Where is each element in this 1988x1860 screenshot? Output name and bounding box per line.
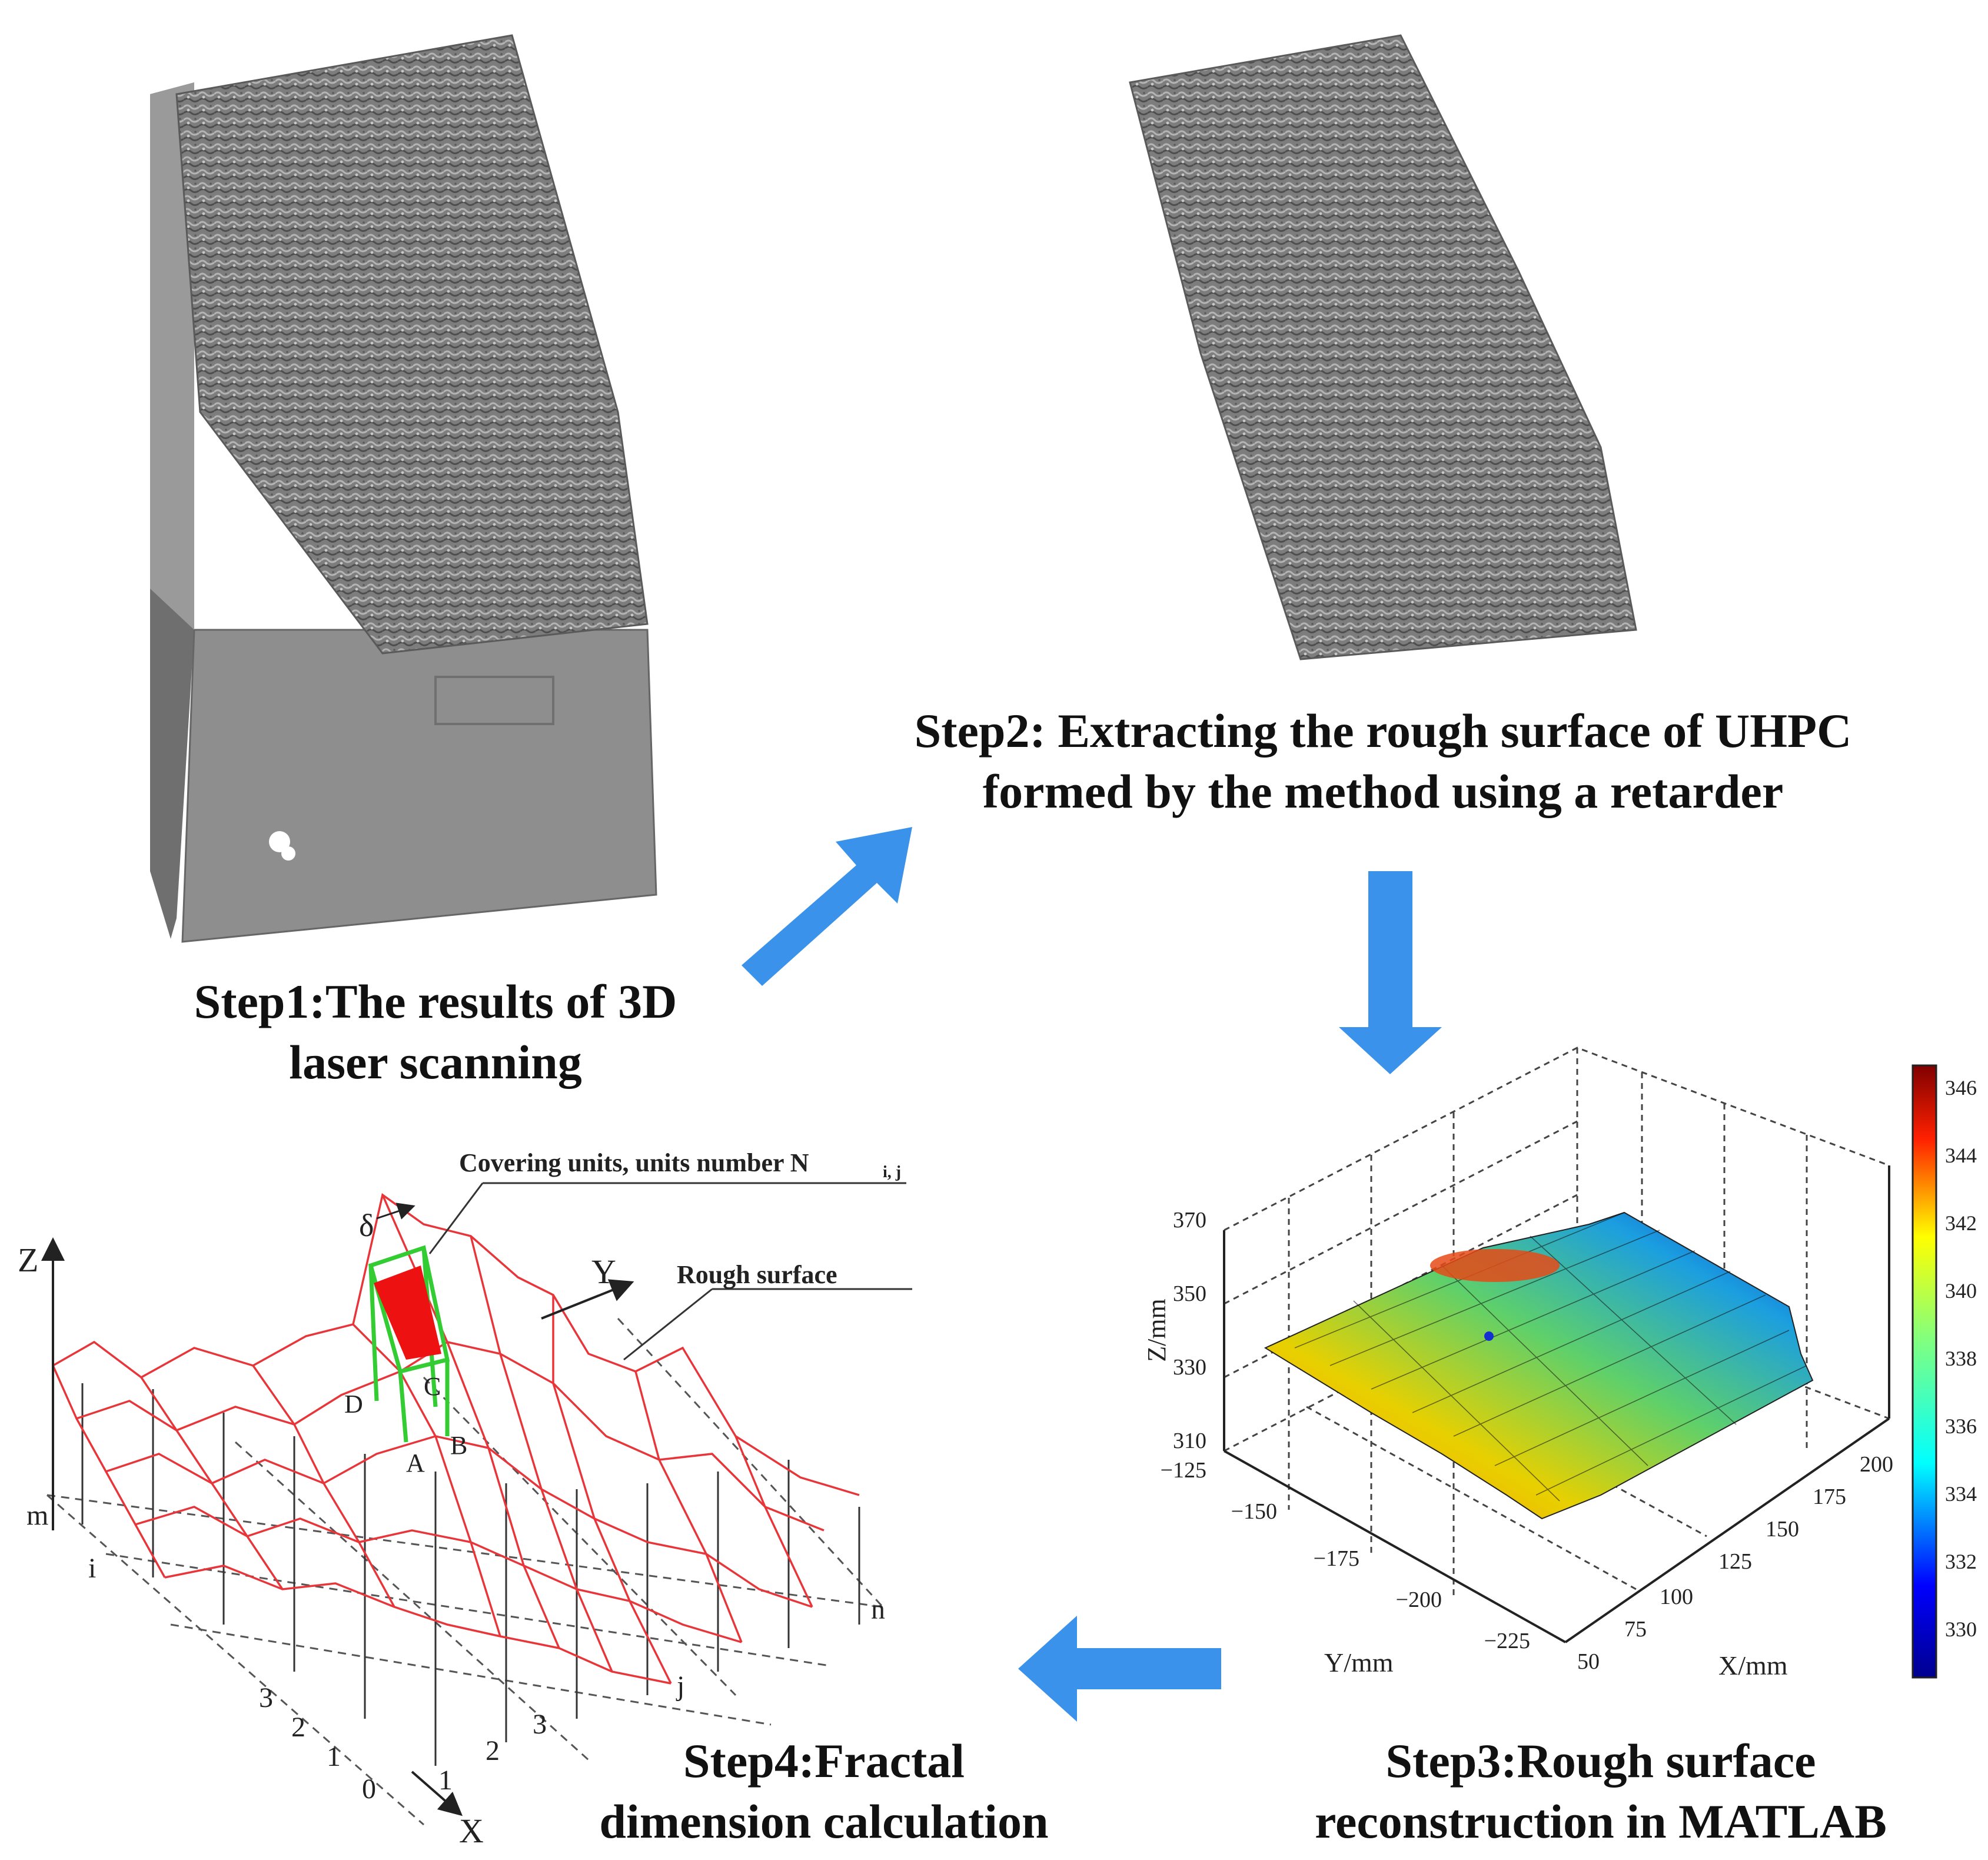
x-tick-label: 175 <box>1813 1484 1846 1509</box>
reconstructed-surface <box>1264 1211 1814 1520</box>
step2-caption-line2: formed by the method using a retarder <box>982 765 1784 819</box>
step3-caption: Step3:Rough surface reconstruction in MA… <box>1248 1731 1954 1852</box>
arrow-shape <box>1339 871 1442 1074</box>
grid-row-label: 3 <box>259 1682 273 1713</box>
colorbar-tick-label: 340 <box>1945 1279 1977 1303</box>
rough-surface-wireframe <box>52 1193 860 1685</box>
y-tick-label: −200 <box>1396 1587 1442 1612</box>
colorbar-tick-label: 338 <box>1945 1347 1977 1370</box>
step1-caption: Step1:The results of 3D laser scanning <box>141 971 730 1093</box>
z-tick-label: 330 <box>1173 1355 1206 1380</box>
x-tick-label: 50 <box>1577 1649 1600 1674</box>
step4-caption-line2: dimension calculation <box>599 1795 1049 1849</box>
arrow-step1-to-step2 <box>742 827 912 986</box>
corner-label-a: A <box>406 1449 425 1477</box>
matlab-surface-plot: 370 350 330 310 −125 −150 −175 −200 −225… <box>1142 1047 1977 1680</box>
vertical-posts <box>81 1383 860 1766</box>
step2-caption-line1: Step2: Extracting the rough surface of U… <box>914 704 1852 758</box>
step3-caption-line2: reconstruction in MATLAB <box>1315 1795 1887 1849</box>
y-axis-label: Y/mm <box>1324 1648 1394 1678</box>
arrow-shape <box>742 827 912 986</box>
covering-unit-fill <box>374 1266 441 1360</box>
colorbar-tick-label: 334 <box>1945 1482 1977 1506</box>
step1-caption-line1: Step1:The results of 3D <box>194 975 677 1028</box>
colorbar-tick-label: 342 <box>1945 1211 1977 1235</box>
step1-caption-line2: laser scanning <box>289 1035 582 1090</box>
corner-label-d: D <box>344 1390 363 1419</box>
arrow-step3-to-step4 <box>1018 1616 1221 1722</box>
grid-row-label: 1 <box>327 1741 341 1772</box>
grid-col-label: j <box>676 1670 684 1702</box>
x-tick-label: 125 <box>1718 1549 1752 1574</box>
arrow-step2-to-step3 <box>1339 871 1442 1074</box>
z-axis-label: Z <box>18 1241 38 1279</box>
grid-col-label: 3 <box>533 1709 547 1740</box>
grid-row-label: 0 <box>362 1773 376 1805</box>
colorbar-tick-label: 336 <box>1945 1414 1977 1438</box>
delta-label: δ <box>359 1208 374 1243</box>
step4-caption-line1: Step4:Fractal <box>683 1734 965 1788</box>
step2-caption: Step2: Extracting the rough surface of U… <box>824 700 1942 822</box>
colorbar-tick-label: 332 <box>1945 1550 1977 1573</box>
x-tick-label: 150 <box>1766 1517 1799 1542</box>
corner-label-b: B <box>450 1431 467 1460</box>
grid-row-label: m <box>26 1500 48 1531</box>
y-tick-label: −175 <box>1314 1546 1359 1571</box>
colorbar <box>1911 1064 1937 1679</box>
corner-label-c: C <box>424 1372 441 1401</box>
z-tick-label: 350 <box>1173 1281 1206 1306</box>
colorbar-tick-label: 346 <box>1945 1076 1977 1100</box>
grid-row-label: 2 <box>291 1712 305 1743</box>
colorbar-tick-label: 344 <box>1945 1144 1977 1167</box>
y-tick-label: −150 <box>1231 1499 1277 1524</box>
x-tick-label: 200 <box>1860 1452 1893 1477</box>
x-axis-label: X <box>459 1812 484 1850</box>
rough-surface-annotation: Rough surface <box>677 1260 837 1289</box>
grid-col-label: 2 <box>486 1735 500 1766</box>
step3-caption-line1: Step3:Rough surface <box>1385 1734 1816 1788</box>
z-axis-label: Z/mm <box>1142 1298 1171 1362</box>
x-tick-label: 75 <box>1624 1617 1647 1642</box>
extracted-surface-image <box>1129 34 1637 660</box>
y-axis-label: Y <box>591 1253 616 1291</box>
plot-box-axes <box>1223 1165 1890 1643</box>
covering-units-annotation: Covering units, units number N <box>459 1148 809 1177</box>
z-tick-label: 310 <box>1173 1429 1206 1453</box>
z-tick-label: 370 <box>1173 1208 1206 1233</box>
base-grid <box>46 1317 884 1826</box>
y-tick-label: −225 <box>1484 1629 1530 1653</box>
y-tick-label: −125 <box>1161 1458 1206 1483</box>
grid-col-label: 1 <box>438 1765 453 1796</box>
step4-caption: Step4:Fractal dimension calculation <box>530 1731 1118 1852</box>
scanned-specimen-image <box>150 34 657 943</box>
colorbar-tick-label: 330 <box>1945 1617 1977 1641</box>
x-tick-label: 100 <box>1660 1585 1693 1609</box>
grid-row-label: i <box>88 1553 96 1584</box>
grid-col-label: n <box>871 1594 885 1625</box>
x-axis-label: X/mm <box>1718 1650 1788 1680</box>
covering-units-subscript: i, j <box>883 1163 901 1181</box>
arrow-shape <box>1018 1616 1221 1722</box>
fractal-covering-diagram: Covering units, units number N i, j Roug… <box>18 1148 912 1850</box>
